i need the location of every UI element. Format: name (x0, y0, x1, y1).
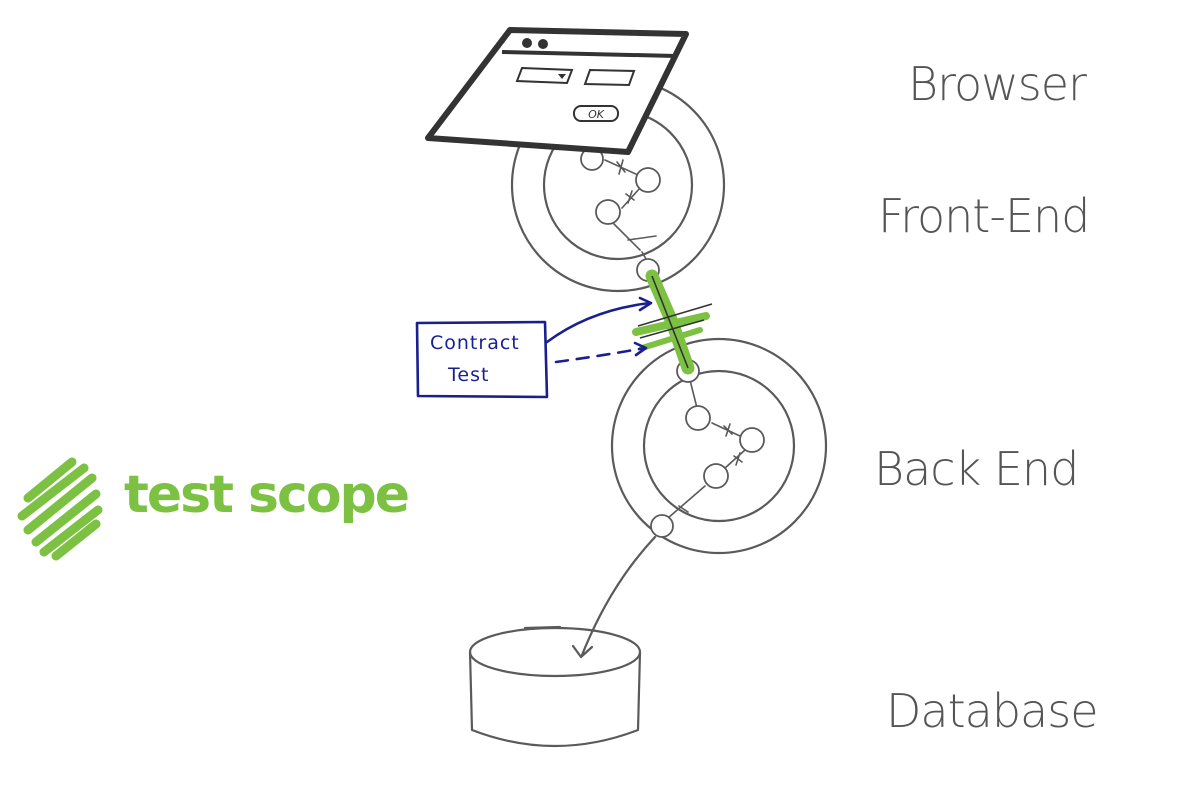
contract-box-line2: Test (447, 364, 489, 386)
database-cylinder (468, 625, 642, 748)
backend-connector (689, 379, 698, 409)
arrowhead (571, 644, 594, 659)
browser-ok-button (573, 105, 619, 122)
database-lid-mark (523, 625, 562, 630)
browser-title-bar-line (501, 50, 677, 58)
interface-link (637, 275, 713, 369)
frontend-node (635, 167, 661, 193)
browser-window: OK (425, 27, 689, 155)
chevron-down-icon (558, 74, 566, 79)
backend-to-database-arrow (580, 535, 657, 657)
browser-text-field (583, 68, 636, 87)
frontend-connector (611, 221, 641, 251)
frontend-cross-mark (616, 159, 626, 175)
database-top (468, 626, 642, 678)
arrowhead (638, 296, 653, 312)
backend-node (650, 514, 674, 538)
browser-ok-label: OK (588, 108, 605, 121)
arrowhead (633, 341, 648, 357)
browser-dot-icon (522, 38, 532, 48)
backend-node (739, 427, 765, 453)
browser-dot-icon (538, 39, 548, 49)
backend-cross-mark (723, 423, 733, 437)
database-body (468, 650, 642, 748)
frontend-cross-mark (625, 190, 635, 204)
legend: test scope (17, 457, 410, 561)
layer-label-database: Database (886, 684, 1098, 738)
layer-label-backend: Back End (874, 442, 1078, 496)
backend-cross-mark (733, 452, 743, 466)
test-scope-highlight (639, 327, 703, 351)
legend-swatch (17, 457, 103, 561)
layer-label-frontend: Front-End (878, 189, 1089, 243)
contract-interface (632, 269, 713, 375)
backend-node (685, 405, 711, 431)
backend-cross-mark (678, 505, 689, 513)
backend-outer-ring (610, 337, 828, 555)
contract-arrow (545, 301, 652, 344)
layer-label-browser: Browser (908, 57, 1087, 111)
browser-frame (425, 27, 689, 155)
frontend-node (595, 199, 621, 225)
backend-connector (667, 485, 706, 519)
frontend-cross-mark (627, 235, 657, 241)
backend-inner-ring (642, 369, 796, 523)
backend-connector (711, 422, 741, 437)
contract-arrow-dashed (554, 346, 647, 364)
legend-label: test scope (124, 465, 408, 525)
contract-box-frame (415, 320, 549, 399)
contract-box-line1: Contract (430, 332, 520, 354)
browser-dropdown-field (515, 66, 574, 85)
backend-connector (724, 449, 746, 469)
backend-node (703, 463, 729, 489)
contract-test-box: Contract Test (415, 296, 653, 399)
backend-service (610, 337, 828, 555)
